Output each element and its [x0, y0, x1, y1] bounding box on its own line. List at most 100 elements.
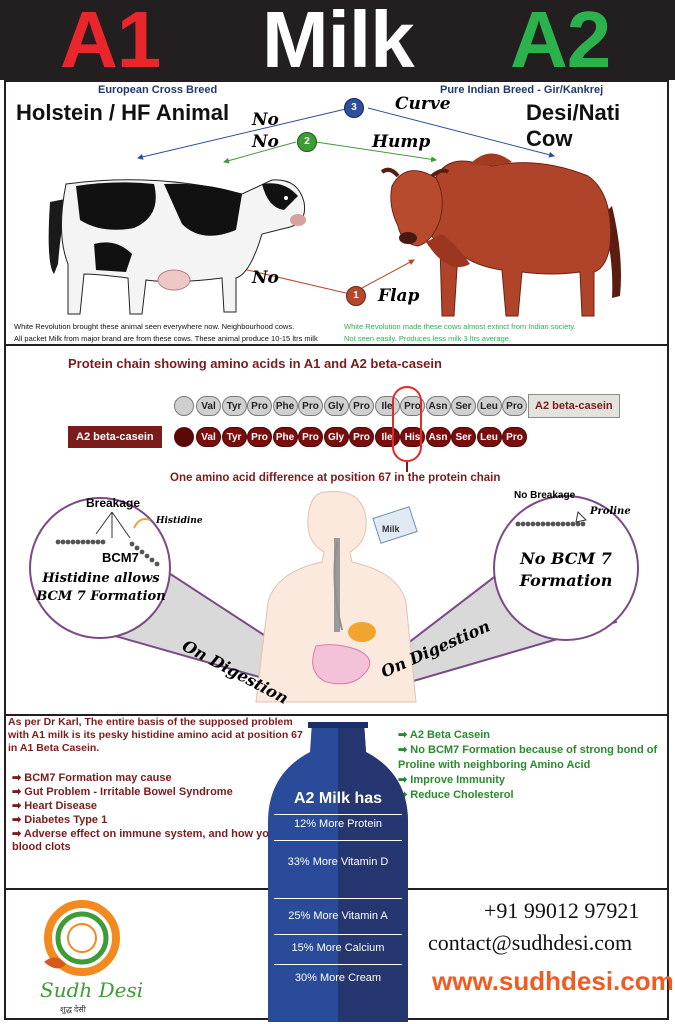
contact-phone[interactable]: +91 99012 97921 — [484, 898, 640, 923]
a2-milk-bottle: A2 Milk has 12% More Protein 33% More Vit… — [268, 722, 408, 1022]
histidine-label: Histidine — [156, 516, 203, 526]
a1-problem-text: Diabetes Type 1 — [24, 814, 108, 826]
arrow-icon: ➡ — [12, 772, 25, 784]
amino-acid-bead: Tyr — [221, 427, 247, 447]
header-milk: Milk — [262, 0, 415, 84]
amino-acid-bead: Pro — [298, 427, 323, 447]
amino-acid-bead: Pro — [502, 427, 527, 447]
holstein-cow-image — [48, 179, 306, 315]
right-caption-line2: Not seen easily. Produces less milk 3 lt… — [344, 334, 512, 343]
bcm7-label: BCM7 — [102, 550, 139, 565]
left-caption-line1: White Revolution brought these animal se… — [14, 322, 295, 331]
breeds-panel: European Cross Breed Holstein / HF Anima… — [4, 80, 669, 346]
bottle-nutrient-row: 25% More Vitamin A — [288, 910, 388, 922]
amino-acid-bead: Tyr — [221, 396, 247, 416]
bottle-divider — [274, 814, 402, 815]
a1-problem-text: Gut Problem - Irritable Bowel Syndrome — [24, 786, 233, 798]
arrow-icon: ➡ — [398, 774, 411, 786]
header-banner: A1 Milk A2 — [0, 0, 675, 84]
bottle-nutrient-row: 12% More Protein — [293, 818, 383, 830]
bottle-row-divider — [274, 934, 402, 935]
a1-problem-item: ➡ BCM7 Formation may cause — [12, 772, 302, 785]
label-no-hump: No — [252, 132, 279, 152]
bottle-nutrient-row: 30% More Cream — [294, 972, 382, 984]
bottle-nutrient-row: 33% More Vitamin D — [287, 856, 389, 868]
badge-two: 2 — [297, 132, 317, 152]
bottom-chain-label: A2 beta-casein — [68, 426, 162, 448]
gir-cow-image — [380, 153, 621, 317]
label-flap: Flap — [378, 286, 420, 306]
left-circle-text: Histidine allows BCM 7 Formation — [36, 571, 166, 604]
a1-problem-text: Adverse effect on immune system, and how… — [12, 828, 280, 853]
amino-acid-bead: Gly — [323, 396, 349, 416]
label-hump: Hump — [372, 132, 431, 152]
bottle-row-divider — [274, 964, 402, 965]
a1-problem-text: Heart Disease — [24, 800, 98, 812]
amino-acid-bead: Pro — [247, 396, 272, 416]
pointer-lines — [137, 107, 555, 295]
bottle-shape — [268, 722, 408, 1022]
amino-acid-bead: Val — [196, 427, 221, 447]
bottom-chain-start-bead — [174, 427, 194, 447]
breakage-label: Breakage — [86, 496, 141, 510]
arrow-icon: ➡ — [12, 814, 25, 826]
amino-acid-bead: Pro — [400, 396, 425, 416]
badge-one: 1 — [346, 286, 366, 306]
amino-acid-bead: Asn — [425, 396, 451, 416]
position-67-arrow — [406, 462, 408, 472]
amino-acid-bead: Pro — [247, 427, 272, 447]
bottle-row-divider — [274, 898, 402, 899]
amino-acid-bead: Pro — [349, 427, 374, 447]
amino-acid-bead: His — [400, 427, 425, 447]
a2-benefit-item: ➡ Improve Immunity — [398, 773, 664, 788]
a1-intro: As per Dr Karl, The entire basis of the … — [8, 716, 303, 754]
bottle-title: A2 Milk has — [293, 790, 383, 807]
brand-name: Sudh Desi — [40, 978, 144, 1002]
badge-three: 3 — [344, 98, 364, 118]
right-breed-subtitle: Pure Indian Breed - Gir/Kankrej — [440, 84, 604, 96]
a2-benefit-item: ➡ No BCM7 Formation because of strong bo… — [398, 743, 664, 773]
contact-email[interactable]: contact@sudhdesi.com — [428, 930, 633, 955]
protein-title: Protein chain showing amino acids in A1 … — [68, 356, 442, 371]
a2-benefit-text: Improve Immunity — [410, 774, 506, 786]
a2-benefit-text: Reduce Cholesterol — [410, 789, 514, 801]
right-circle-text: No BCM 7 Formation — [519, 549, 613, 590]
left-breed-subtitle: European Cross Breed — [98, 84, 218, 96]
label-curve: Curve — [395, 94, 451, 114]
amino-acid-bead: Ser — [451, 396, 476, 416]
amino-acid-bead: Pro — [502, 396, 527, 416]
sudh-desi-logo-icon — [44, 900, 120, 976]
difference-note: One amino acid difference at position 67… — [170, 472, 501, 484]
milk-glass-label: Milk — [382, 524, 400, 534]
header-a1: A1 — [60, 0, 161, 84]
a2-benefit-item: ➡ A2 Beta Casein — [398, 728, 664, 743]
proline-label: Proline — [590, 506, 631, 517]
arrow-icon: ➡ — [12, 786, 25, 798]
a1-problem-text: BCM7 Formation may cause — [24, 772, 172, 784]
arrow-icon: ➡ — [398, 729, 410, 741]
bottle-row-divider — [274, 840, 402, 841]
amino-acid-bead: Gly — [323, 427, 349, 447]
arrow-icon: ➡ — [12, 828, 24, 840]
position-67-highlight — [392, 386, 422, 462]
amino-acid-bead: Leu — [476, 396, 502, 416]
contact-website[interactable]: www.sudhdesi.com — [432, 966, 674, 996]
right-breed-title: Desi/Nati Cow — [526, 100, 621, 151]
a2-benefit-text: No BCM7 Formation because of strong bond… — [398, 744, 658, 771]
protein-panel: Protein chain showing amino acids in A1 … — [4, 344, 669, 716]
a1-problem-item: ➡ Diabetes Type 1 — [12, 814, 302, 827]
digestion-illustration — [29, 491, 639, 703]
amino-acid-bead: Val — [196, 396, 221, 416]
amino-acid-bead: Phe — [272, 427, 298, 447]
top-chain-label: A2 beta-casein — [528, 394, 620, 418]
bottle-rows: 12% More Protein 33% More Vitamin D 25% Mo… — [268, 722, 408, 1022]
amino-acid-bead: Phe — [272, 396, 298, 416]
a2-benefit-text: A2 Beta Casein — [409, 729, 490, 741]
a1-problem-item: ➡ Gut Problem - Irritable Bowel Syndrome — [12, 786, 302, 799]
amino-acid-bead: Ser — [451, 427, 476, 447]
left-caption-line2: All packet Milk from major brand are fro… — [14, 334, 318, 343]
bottle-nutrient-row: 15% More Calcium — [291, 942, 385, 954]
amino-acid-bead: Pro — [298, 396, 323, 416]
